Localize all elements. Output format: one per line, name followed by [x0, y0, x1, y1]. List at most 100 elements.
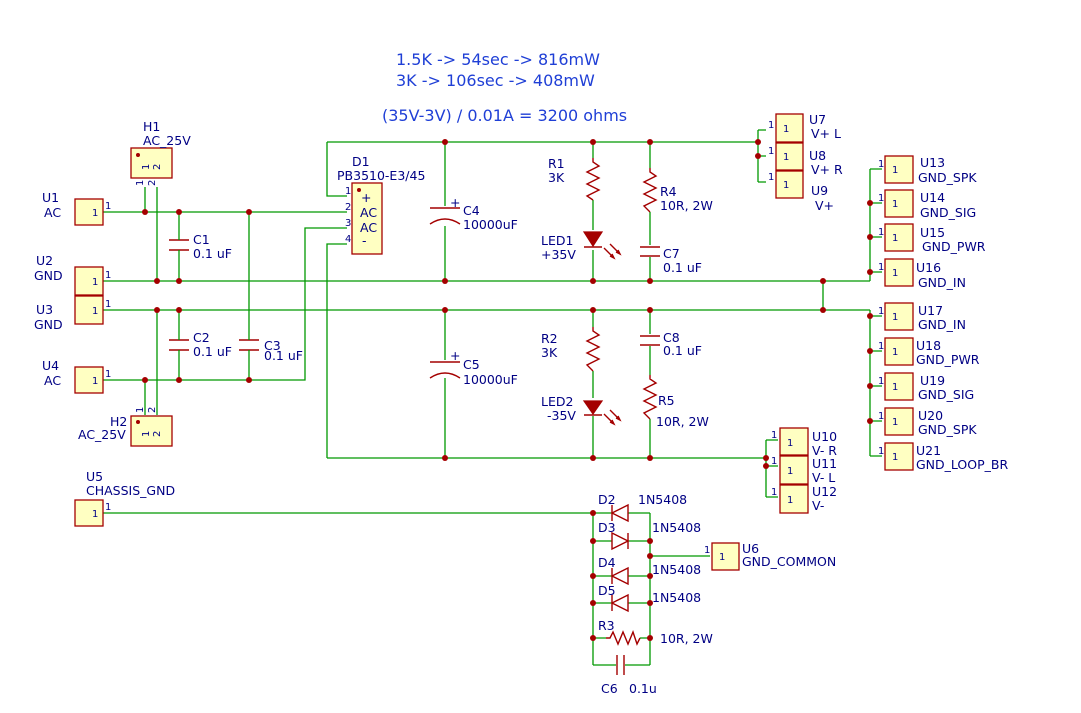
component-value: PB3510-E3/45 [337, 168, 425, 183]
resistor-r2[interactable]: R2 3K [541, 327, 601, 372]
capacitor-c7[interactable]: C7 0.1 uF [640, 246, 702, 275]
connector-u16[interactable]: 1 1 U16 GND_IN [878, 258, 966, 290]
connector-ref: U3 [36, 302, 53, 317]
capacitor-c6[interactable]: C6 0.1u [601, 655, 657, 696]
component-value: 0.1 uF [663, 260, 702, 275]
pin-number: 1 [92, 208, 98, 219]
component-value: 10000uF [463, 217, 518, 232]
connector-u18[interactable]: 1 1 U18 GND_PWR [878, 337, 980, 367]
resistor-r1[interactable]: R1 3K [548, 156, 601, 201]
junction [442, 278, 448, 284]
junction [820, 278, 826, 284]
connector-u1[interactable]: 1 1 U1 AC [42, 190, 111, 226]
junction [246, 377, 252, 383]
capacitor-c1[interactable]: C1 0.1 uF [169, 232, 232, 261]
pin-number: 2 [152, 431, 163, 437]
connector-u12[interactable]: 1 1 U12 V- [771, 484, 837, 514]
connector-u13[interactable]: 1 1 U13 GND_SPK [878, 155, 977, 185]
pin-number: 1 [787, 466, 793, 477]
connector-u9[interactable]: 1 1 U9 V+ [768, 170, 834, 213]
component-ref: C1 [193, 232, 210, 247]
connector-ref: U15 [920, 225, 945, 240]
wire-bridge-plus [326, 142, 347, 197]
connector-u11[interactable]: 1 1 U11 V- L [771, 455, 837, 485]
connector-u5[interactable]: 1 1 U5 CHASSIS_GND [74, 469, 175, 527]
header-h2[interactable]: 1 2 1 2 H2 AC_25V [78, 407, 173, 447]
connector-value: AC [44, 373, 61, 388]
connector-value: GND_PWR [922, 239, 986, 254]
connector-value: GND_SPK [918, 170, 977, 185]
connector-u7[interactable]: 1 1 U7 V+ L [768, 112, 841, 143]
bridge-rectifier-d1[interactable]: D1 PB3510-E3/45 1 2 3 4 + AC AC - [337, 154, 425, 255]
capacitor-c2[interactable]: C2 0.1 uF [169, 330, 232, 359]
connector-u15[interactable]: 1 1 U15 GND_PWR [878, 223, 986, 254]
pin-number: 4 [345, 234, 351, 245]
capacitor-c5[interactable]: + C5 10000uF [429, 348, 518, 387]
junction [442, 307, 448, 313]
junction [176, 377, 182, 383]
diode-d2[interactable]: D2 1N5408 [598, 492, 687, 523]
connector-u10[interactable]: 1 1 U10 V- R [771, 427, 837, 458]
capacitor-c3[interactable]: C3 0.1 uF [239, 335, 303, 363]
pin-number: 1 [787, 495, 793, 506]
connector-u20[interactable]: 1 1 U20 GND_SPK [878, 407, 977, 437]
junction [142, 209, 148, 215]
connector-ref: U6 [742, 541, 759, 556]
component-ref: C6 [601, 681, 618, 696]
component-value: 0.1 uF [193, 246, 232, 261]
junction [763, 463, 769, 469]
connector-u3[interactable]: 1 1 U3 GND [34, 295, 111, 332]
connector-u4[interactable]: 1 1 U4 AC [42, 358, 111, 394]
component-value: 3K [541, 345, 558, 360]
connector-u21[interactable]: 1 1 U21 GND_LOOP_BR [878, 442, 1008, 472]
pin-number: 1 [768, 120, 774, 131]
pin-number: 1 [892, 233, 898, 244]
diode-d5[interactable]: D5 1N5408 [598, 583, 701, 613]
resistor-r3[interactable]: R3 10R, 2W [598, 618, 713, 646]
connector-u2[interactable]: 1 1 U2 GND [34, 253, 111, 296]
connector-ref: U21 [916, 443, 941, 458]
pin-number: 1 [878, 341, 884, 352]
connector-u19[interactable]: 1 1 U19 GND_SIG [878, 372, 974, 402]
pin-number: 2 [147, 180, 158, 186]
diode-d3[interactable]: D3 1N5408 [598, 520, 701, 551]
pin-number: 2 [147, 407, 158, 413]
connector-u17[interactable]: 1 1 U17 GND_IN [878, 302, 966, 332]
connector-ref: U9 [811, 183, 828, 198]
component-ref: LED2 [541, 394, 573, 409]
diode-d4[interactable]: D4 1N5408 [598, 555, 701, 586]
junction [590, 635, 596, 641]
resistor-r5[interactable]: R5 10R, 2W [642, 375, 709, 429]
junction [142, 377, 148, 383]
component-ref: C2 [193, 330, 210, 345]
capacitor-c4[interactable]: + C4 10000uF [429, 195, 518, 232]
header-h1[interactable]: 1 2 1 2 H1 AC_25V [130, 119, 191, 186]
connector-ref: U11 [812, 456, 837, 471]
component-value: 1N5408 [652, 562, 701, 577]
junction [755, 139, 761, 145]
resistor-r4[interactable]: R4 10R, 2W [642, 168, 713, 213]
pin-number: 1 [768, 146, 774, 157]
led-led1[interactable]: LED1 +35V [541, 231, 622, 262]
junction [647, 553, 653, 559]
component-value: 3K [548, 170, 565, 185]
junction [590, 538, 596, 544]
component-value: 0.1 uF [264, 348, 303, 363]
component-value: 0.1 uF [663, 343, 702, 358]
pin-number: 1 [783, 152, 789, 163]
pin-number: 1 [878, 306, 884, 317]
pin-name-ac: AC [360, 220, 377, 235]
pin-number: 1 [892, 347, 898, 358]
component-value: 10R, 2W [660, 198, 713, 213]
connector-u8[interactable]: 1 1 U8 V+ R [768, 142, 843, 177]
pin-number: 1 [105, 502, 111, 513]
connector-u6[interactable]: 1 1 U6 GND_COMMON [704, 541, 836, 571]
pin-number: 1 [105, 201, 111, 212]
capacitor-c8[interactable]: C8 0.1 uF [640, 330, 702, 358]
connector-u14[interactable]: 1 1 U14 GND_SIG [878, 189, 976, 220]
led-led2[interactable]: LED2 -35V [541, 394, 622, 426]
junction [442, 139, 448, 145]
junction [154, 307, 160, 313]
connector-value: V+ [815, 198, 834, 213]
connector-ref: U14 [920, 190, 945, 205]
